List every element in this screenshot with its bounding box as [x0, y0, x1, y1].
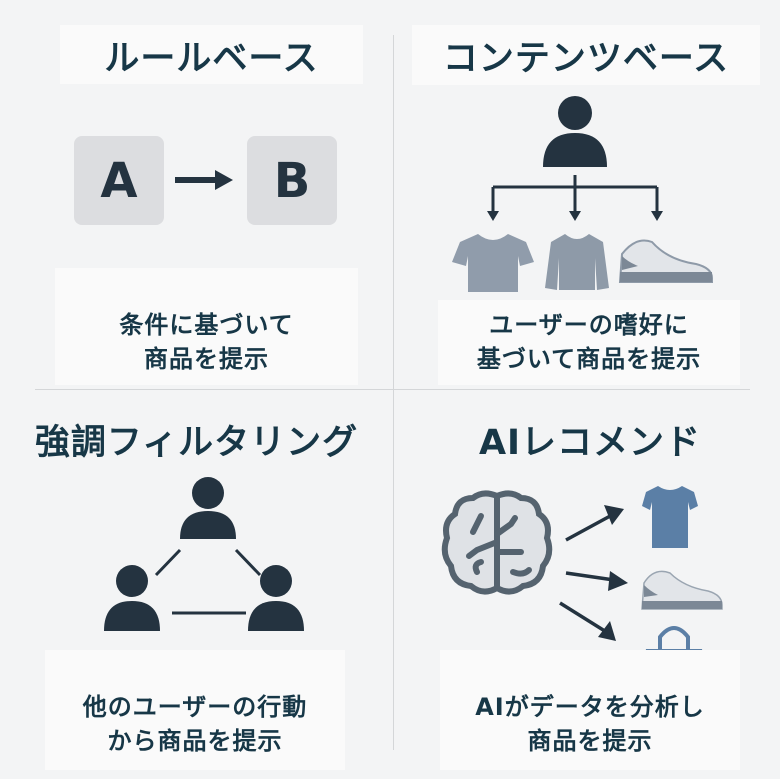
title-box — [60, 25, 363, 84]
quadrant-caption: 他のユーザーの行動 から商品を提示 — [40, 690, 350, 758]
tshirt-icon — [642, 486, 698, 548]
brain-icon — [441, 490, 553, 595]
quadrant-title: 強調フィルタリング — [34, 423, 359, 463]
caption-line: AIがデータを分析し — [475, 693, 705, 721]
quadrant-title: AIレコメンド — [478, 423, 702, 463]
caption-box — [45, 650, 345, 770]
quadrant-title: ルールベース — [104, 39, 319, 79]
quadrant-title: コンテンツベース — [442, 39, 730, 79]
caption-box — [440, 650, 740, 770]
caption-line: から商品を提示 — [107, 727, 283, 755]
sweater-icon — [545, 234, 609, 290]
sneaker-icon — [641, 570, 723, 610]
sneaker-icon — [618, 239, 713, 283]
recommend-arrows-icon — [559, 505, 628, 641]
caption-box — [55, 268, 358, 385]
tshirt-icon — [452, 234, 534, 292]
caption-line: 商品を提示 — [144, 345, 269, 373]
quadrant-caption: ユーザーの嗜好に 基づいて商品を提示 — [430, 308, 748, 376]
caption-line: 商品を提示 — [527, 727, 653, 755]
quadrant-caption: AIがデータを分析し 商品を提示 — [430, 690, 750, 758]
vertical-divider — [393, 35, 394, 750]
caption-line: 基づいて商品を提示 — [476, 345, 702, 373]
user-icon — [543, 96, 607, 167]
title-box — [412, 25, 760, 85]
branch-arrows-icon — [487, 175, 663, 221]
rule-box-b: B — [247, 136, 337, 225]
caption-line: ユーザーの嗜好に — [489, 311, 689, 339]
caption-line: 他のユーザーの行動 — [82, 693, 308, 721]
horizontal-divider — [35, 389, 750, 390]
caption-line: 条件に基づいて — [119, 311, 294, 339]
arrow-right-icon — [175, 170, 233, 190]
user-network-icon — [104, 477, 304, 631]
caption-box — [438, 300, 740, 385]
quadrant-caption: 条件に基づいて 商品を提示 — [55, 308, 358, 376]
rule-box-a: A — [74, 136, 164, 225]
